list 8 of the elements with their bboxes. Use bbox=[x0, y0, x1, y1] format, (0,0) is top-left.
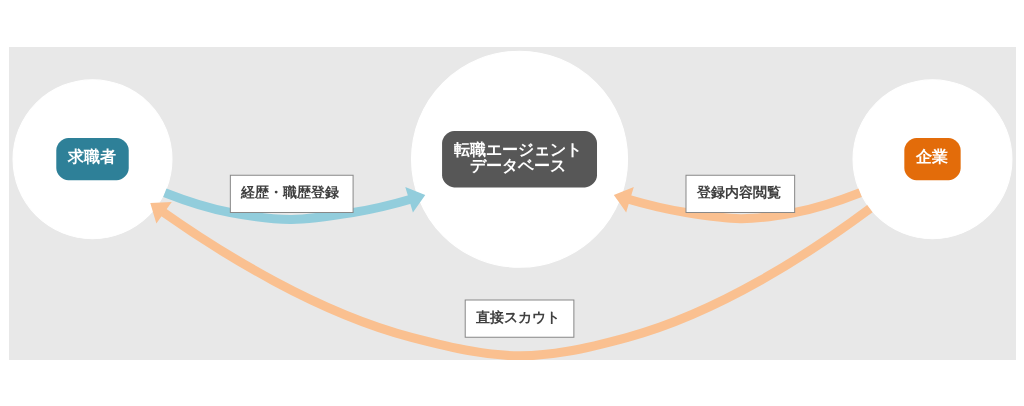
node-circle: 転職エージェントデータベース bbox=[410, 50, 628, 268]
arrow bbox=[613, 186, 862, 223]
node-circle: 企業 bbox=[852, 78, 1012, 239]
edge-label: 登録内容閲覧 bbox=[696, 183, 781, 200]
arrow bbox=[162, 186, 425, 224]
edge-label: 経歴・職歴登録 bbox=[240, 183, 339, 200]
edge-label: 直接スカウト bbox=[475, 308, 560, 325]
arrow bbox=[149, 201, 873, 360]
